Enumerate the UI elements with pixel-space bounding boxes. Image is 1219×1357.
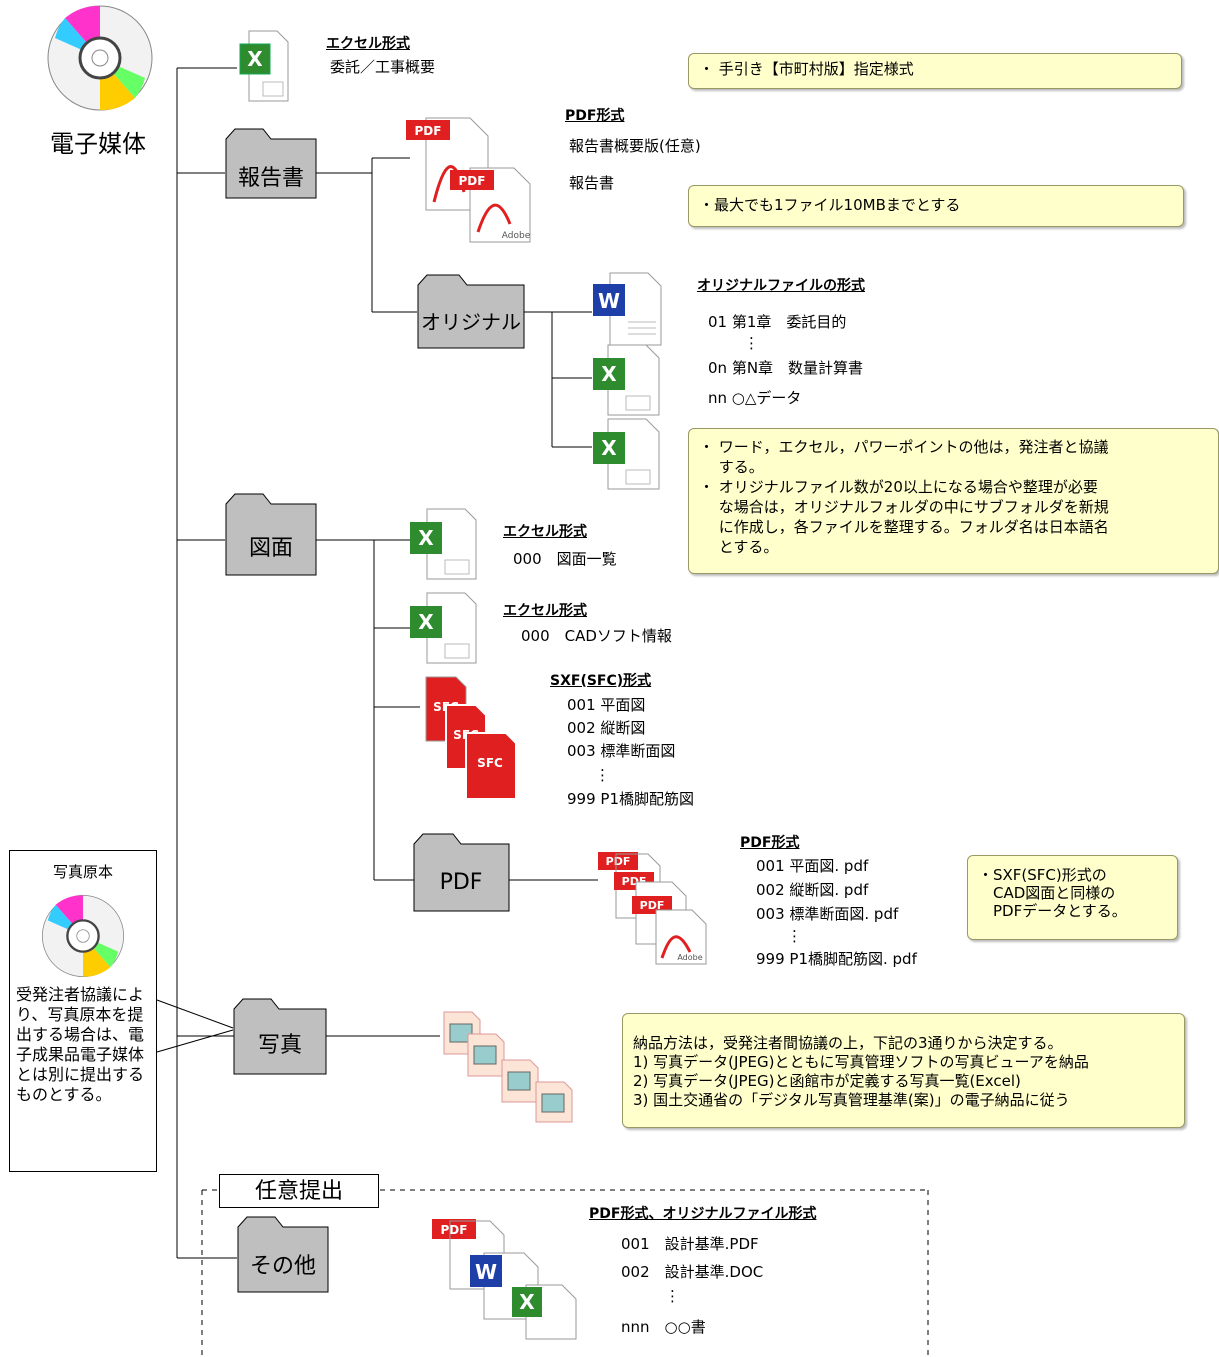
folder-other-label: その他 <box>249 1254 316 1279</box>
pdf-file-icon: PDF PDF PDF Adobe <box>598 852 707 965</box>
word-file-icon: W <box>593 272 662 346</box>
sxf-item: 003 標準断面図 <box>567 742 676 760</box>
optional-item: 001 設計基準.PDF <box>621 1235 759 1253</box>
excel-summary-heading: エクセル形式 <box>326 36 410 52</box>
note-pdf: ・SXF(SFC)形式の CAD図面と同様の PDFデータとする。 <box>967 855 1178 940</box>
original-item: nn ○△データ <box>708 389 802 407</box>
original-item: ⋮ <box>744 334 759 352</box>
sxf-item: 002 縦断図 <box>567 719 646 737</box>
optional-heading: PDF形式、オリジナルファイル形式 <box>589 1206 817 1222</box>
svg-text:PDF: PDF <box>459 174 486 188</box>
svg-text:X: X <box>519 1290 535 1314</box>
svg-text:X: X <box>601 362 617 386</box>
note-report-size: ・最大でも1ファイル10MBまでとする <box>688 185 1184 227</box>
pdf-folder-item: 001 平面図. pdf <box>756 857 869 875</box>
excel-file-icon: X <box>410 592 477 664</box>
pdf-folder-item: 002 縦断図. pdf <box>756 881 869 899</box>
excel-file-icon: X <box>239 30 289 102</box>
cad-info-item: 000 CADソフト情報 <box>521 627 672 645</box>
folder-report-label: 報告書 <box>237 166 304 191</box>
excel-summary-item: 委託／工事概要 <box>330 58 436 76</box>
svg-text:PDF: PDF <box>415 124 442 138</box>
svg-text:Adobe: Adobe <box>677 953 702 962</box>
svg-text:X: X <box>418 610 434 634</box>
photo-original-title: 写真原本 <box>52 863 113 881</box>
photo-file-icon <box>443 1011 573 1123</box>
svg-text:X: X <box>601 436 617 460</box>
optional-item: ⋮ <box>665 1287 680 1305</box>
svg-text:X: X <box>247 47 263 71</box>
report-item: 報告書 <box>569 174 615 192</box>
note-photo: 納品方法は，受発注者間協議の上，下記の3通りから決定する。1) 写真データ(JP… <box>622 1013 1185 1128</box>
sxf-item: 001 平面図 <box>567 696 646 714</box>
folder-icon-original <box>417 274 525 349</box>
report-pdf-heading: PDF形式 <box>565 108 625 124</box>
photo-original-box: 写真原本 受発注者協議により、写真原本を提出する場合は、電子成果品電子媒体とは別… <box>9 850 157 1172</box>
cad-info-heading: エクセル形式 <box>503 603 587 619</box>
pdf-folder-item: 999 P1橋脚配筋図. pdf <box>756 950 917 968</box>
folder-icon-pdf <box>413 833 510 912</box>
cd-disc-icon <box>41 894 125 978</box>
optional-item: 002 設計基準.DOC <box>621 1263 764 1281</box>
sxf-item: ⋮ <box>595 766 610 784</box>
pdf-file-icon: PDF PDF Adobe <box>406 117 531 243</box>
sfc-file-icon: SFC SFC SFC <box>425 676 517 800</box>
sxf-item: 999 P1橋脚配筋図 <box>567 790 694 808</box>
svg-text:SFC: SFC <box>477 756 503 770</box>
svg-text:PDF: PDF <box>441 1223 468 1237</box>
folder-pdf-label: PDF <box>439 870 483 895</box>
pdf-folder-item: 003 標準断面図. pdf <box>756 905 899 923</box>
sxf-heading: SXF(SFC)形式 <box>550 673 652 689</box>
optional-item: nnn ○○書 <box>621 1318 706 1336</box>
original-item: 0n 第N章 数量計算書 <box>708 359 864 377</box>
excel-file-icon: X <box>593 344 660 416</box>
photo-original-text: 受発注者協議により、写真原本を提出する場合は、電子成果品電子媒体とは別に提出する… <box>16 985 145 1104</box>
folder-icon-report <box>225 128 317 199</box>
svg-text:X: X <box>418 526 434 550</box>
optional-tag: 任意提出 <box>219 1174 379 1208</box>
folder-original-label: オリジナル <box>421 310 521 334</box>
drawing-list-item: 000 図面一覧 <box>513 550 617 568</box>
folder-icon-photo <box>233 998 327 1075</box>
report-item: 報告書概要版(任意) <box>569 137 701 155</box>
folder-icon-drawings <box>225 493 317 576</box>
excel-file-icon: X <box>410 508 477 580</box>
svg-text:PDF: PDF <box>606 855 631 868</box>
excel-file-icon: X <box>593 418 660 490</box>
original-item: 01 第1章 委託目的 <box>708 313 847 331</box>
svg-text:PDF: PDF <box>640 899 665 912</box>
root-label: 電子媒体 <box>50 130 146 158</box>
folder-photo-label: 写真 <box>257 1033 302 1058</box>
drawing-list-heading: エクセル形式 <box>503 524 587 540</box>
cd-disc-icon <box>47 5 153 111</box>
folder-drawings-label: 図面 <box>248 536 293 561</box>
original-heading: オリジナルファイルの形式 <box>697 278 865 294</box>
pdf-folder-item: ⋮ <box>787 927 802 945</box>
svg-text:Adobe: Adobe <box>502 231 531 241</box>
folder-icon-other <box>237 1216 329 1293</box>
pdf-folder-heading: PDF形式 <box>740 835 800 851</box>
mixed-file-icon: PDF W X <box>432 1219 577 1340</box>
note-tebiki: ・ 手引き【市町村版】指定様式 <box>688 53 1182 89</box>
svg-text:W: W <box>598 289 620 313</box>
note-original: ・ ワード，エクセル，パワーポイントの他は，発注者と協議 する。・ オリジナルフ… <box>688 428 1219 574</box>
svg-text:W: W <box>475 1260 497 1284</box>
